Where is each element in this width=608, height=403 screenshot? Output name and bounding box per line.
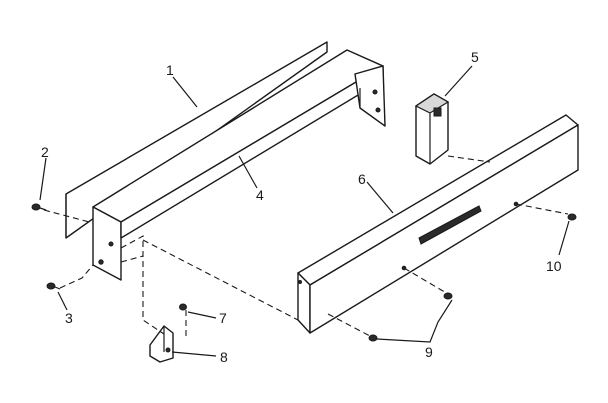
part-6-control-panel xyxy=(297,114,579,334)
callout-7: 7 xyxy=(219,310,227,326)
part-5-switch-box xyxy=(414,93,450,165)
screw-9b xyxy=(368,334,378,342)
leader-lines xyxy=(39,65,570,357)
screw-2 xyxy=(31,203,47,211)
callout-5: 5 xyxy=(471,49,479,65)
callout-4: 4 xyxy=(256,187,264,203)
callout-9: 9 xyxy=(425,344,433,360)
callout-3: 3 xyxy=(65,310,73,326)
callout-8: 8 xyxy=(220,349,228,365)
assembly-lines xyxy=(43,155,569,338)
callout-10: 10 xyxy=(546,258,562,274)
screw-7 xyxy=(179,303,187,311)
part-4-front-frame xyxy=(92,49,386,281)
callout-1: 1 xyxy=(166,62,174,78)
screw-9a xyxy=(443,292,453,300)
callout-labels: 1 2 3 4 5 6 7 8 9 10 xyxy=(41,49,562,365)
callout-2: 2 xyxy=(41,144,49,160)
screw-10 xyxy=(567,213,577,221)
callout-6: 6 xyxy=(358,171,366,187)
screw-3 xyxy=(46,282,61,290)
part-8-bracket xyxy=(149,325,174,363)
